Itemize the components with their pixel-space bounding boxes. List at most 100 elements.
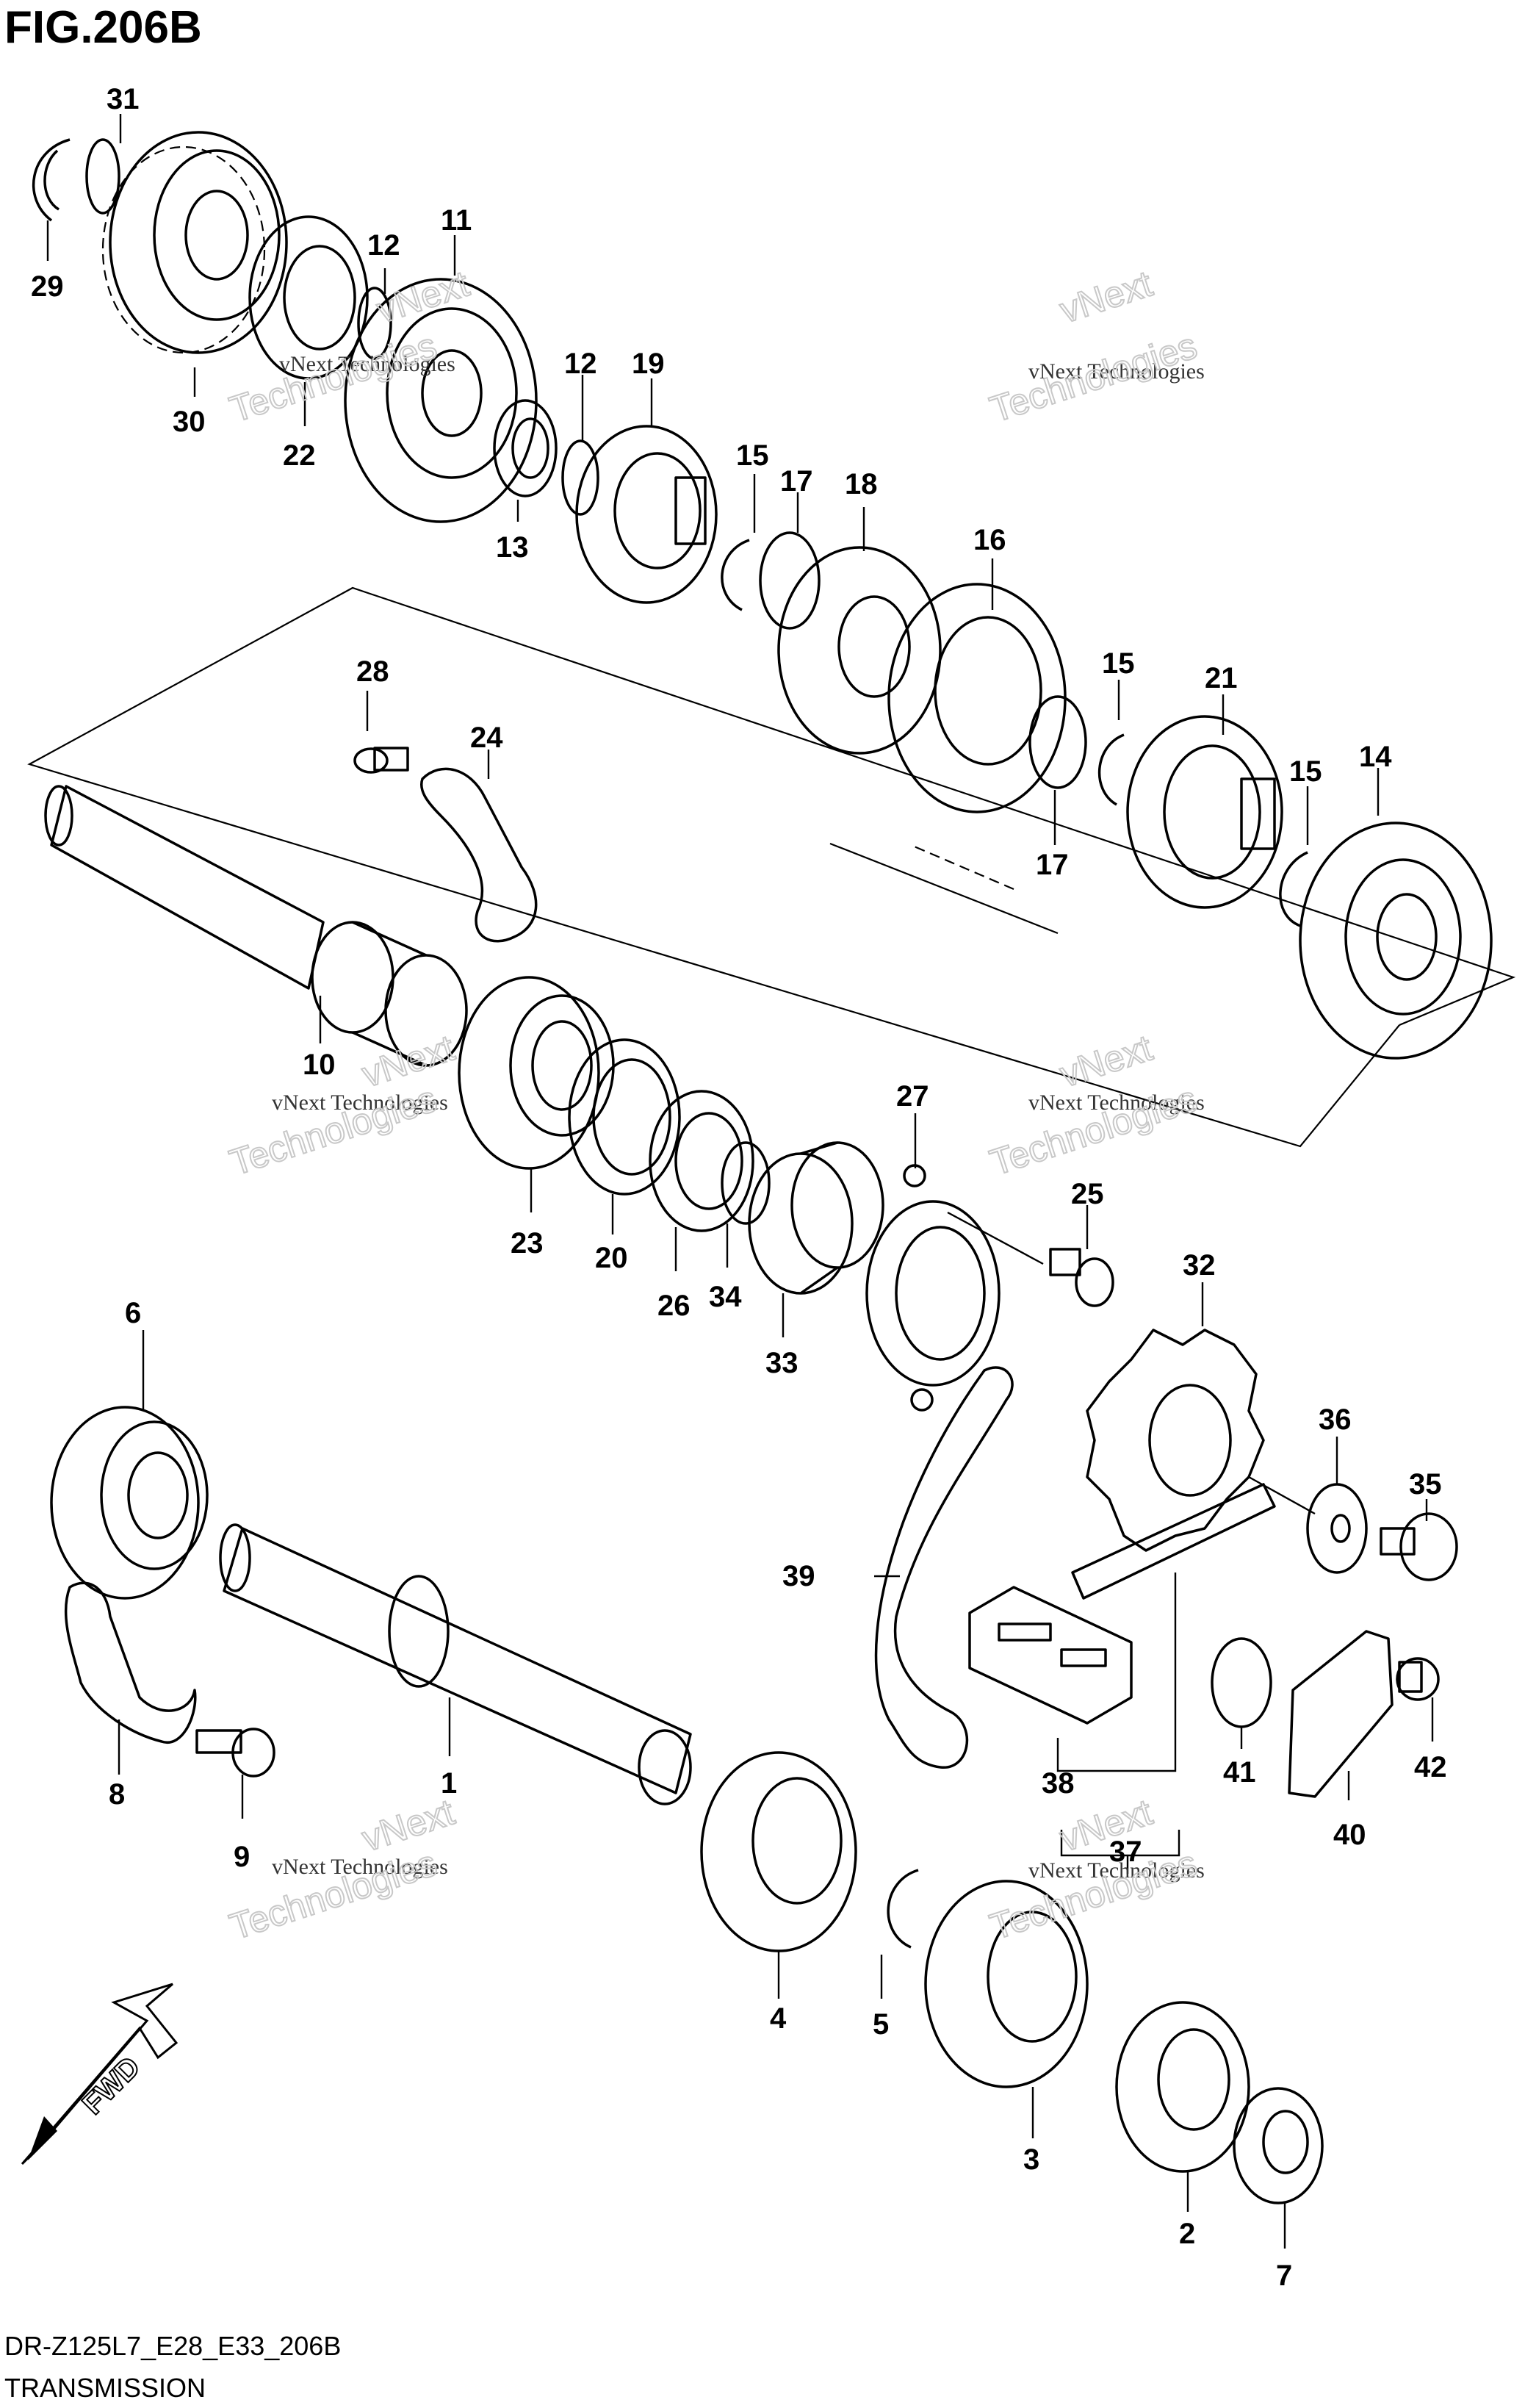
label-21: 21 [1205,662,1238,694]
label-12b: 12 [564,348,597,380]
label-29: 29 [31,270,64,303]
label-1: 1 [441,1767,457,1800]
label-7: 7 [1276,2260,1292,2292]
model-code: DR-Z125L7_E28_E33_206B [4,2331,341,2361]
part-17-washer-b [1028,695,1087,789]
label-22: 22 [283,439,316,472]
part-34-o-ring [721,1141,771,1225]
label-40: 40 [1333,1819,1366,1851]
part-36-washer [1306,1483,1368,1574]
label-2: 2 [1179,2218,1195,2250]
label-15c: 15 [1289,755,1322,788]
label-15a: 15 [736,439,769,472]
label-3: 3 [1023,2143,1039,2176]
part-3-gear [924,1880,1089,2088]
fwd-arrow-icon [21,1983,179,2166]
part-29-circlip [32,138,71,222]
label-17a: 17 [780,465,813,497]
frame-dash [910,844,1014,891]
part-42-screw [1396,1657,1440,1701]
watermark-vnext-d: vNext [1055,1027,1157,1096]
part-20-oil-seal [568,1038,681,1196]
label-25: 25 [1071,1178,1104,1210]
figure-caption: TRANSMISSION [4,2373,206,2403]
part-18-gear [777,546,942,755]
label-15b: 15 [1102,647,1135,680]
label-16: 16 [973,524,1006,556]
figure-title: FIG.206B [4,2,202,53]
part-1-driveshaft [219,1523,692,1805]
part-27-plate [865,1164,1001,1412]
watermark-a: vNext Technologies [279,352,455,376]
label-34: 34 [709,1281,742,1313]
part-32-sprocket [1086,1329,1265,1552]
watermark-c: vNext Technologies [272,1090,448,1115]
part-15-circlip-a [721,539,750,611]
part-11-gear [344,278,538,523]
label-42: 42 [1414,1751,1447,1783]
part-15-circlip-b [1097,733,1125,806]
part-12-washer-b [561,439,599,516]
label-6: 6 [125,1297,141,1329]
part-13-needle-bearing [493,399,558,497]
part-6-bearing [50,1406,209,1600]
label-38: 38 [1042,1767,1075,1800]
watermark-d: vNext Technologies [1028,1090,1205,1115]
label-23: 23 [511,1227,544,1259]
part-17-washer-a [759,531,821,630]
label-5: 5 [873,2008,889,2041]
watermark-b: vNext Technologies [1028,359,1205,384]
label-9: 9 [234,1841,250,1873]
plate-bolt-line [947,1211,1044,1265]
part-31-washer [85,138,120,215]
part-7-bearing [1233,2087,1324,2204]
part-39-chain-guide [874,1366,1014,1769]
part-30-gear [101,131,288,354]
part-28-screw [353,747,409,774]
watermark-vnext-a: vNext [372,263,474,331]
label-18: 18 [845,468,878,500]
part-8-retainer [64,1581,197,1744]
label-11: 11 [441,204,472,237]
part-40-cover [1288,1630,1394,1798]
part-35-bolt [1380,1512,1458,1581]
part-labels: 31 29 30 22 12 11 13 12 19 15 17 18 16 1… [31,83,1447,2292]
label-13: 13 [496,531,529,564]
label-19: 19 [632,348,665,380]
part-33-spacer [748,1141,884,1295]
part-5-circlip [887,1869,919,1949]
part-38-chain-joint [968,1586,1133,1725]
part-22-bearing [248,215,369,380]
label-36: 36 [1319,1404,1352,1436]
label-39: 39 [782,1560,815,1592]
part-2-gear [1115,2001,1250,2173]
part-16-gear [887,583,1067,813]
part-10-countershaft [44,785,468,1067]
label-10: 10 [303,1049,336,1081]
watermark-f: vNext Technologies [1028,1858,1205,1883]
label-12a: 12 [367,229,400,262]
countershaft-frame [27,586,1516,1148]
label-31: 31 [107,83,140,115]
part-12-washer-a [357,287,392,360]
sprocket-axis-line [1248,1476,1316,1515]
part-26-ring [649,1090,754,1232]
leader-lines [46,114,1434,2249]
watermark-vnext-b: vNext [1055,263,1157,331]
label-28: 28 [356,655,389,688]
label-37: 37 [1109,1836,1142,1868]
label-14: 14 [1359,741,1392,773]
part-24-retainer [420,767,538,943]
watermark-group: vNext vNext Technologies Technologies vN… [224,262,1205,1949]
part-37-drive-chain [1071,1483,1276,1600]
label-4: 4 [770,2002,787,2035]
label-33: 33 [765,1347,798,1379]
part-15-circlip-c [1279,851,1308,927]
label-27: 27 [896,1080,929,1113]
label-32: 32 [1183,1249,1216,1282]
label-35: 35 [1409,1468,1442,1500]
label-24: 24 [470,722,503,754]
part-4-gear [700,1751,857,1952]
part-19-gear [575,425,718,604]
